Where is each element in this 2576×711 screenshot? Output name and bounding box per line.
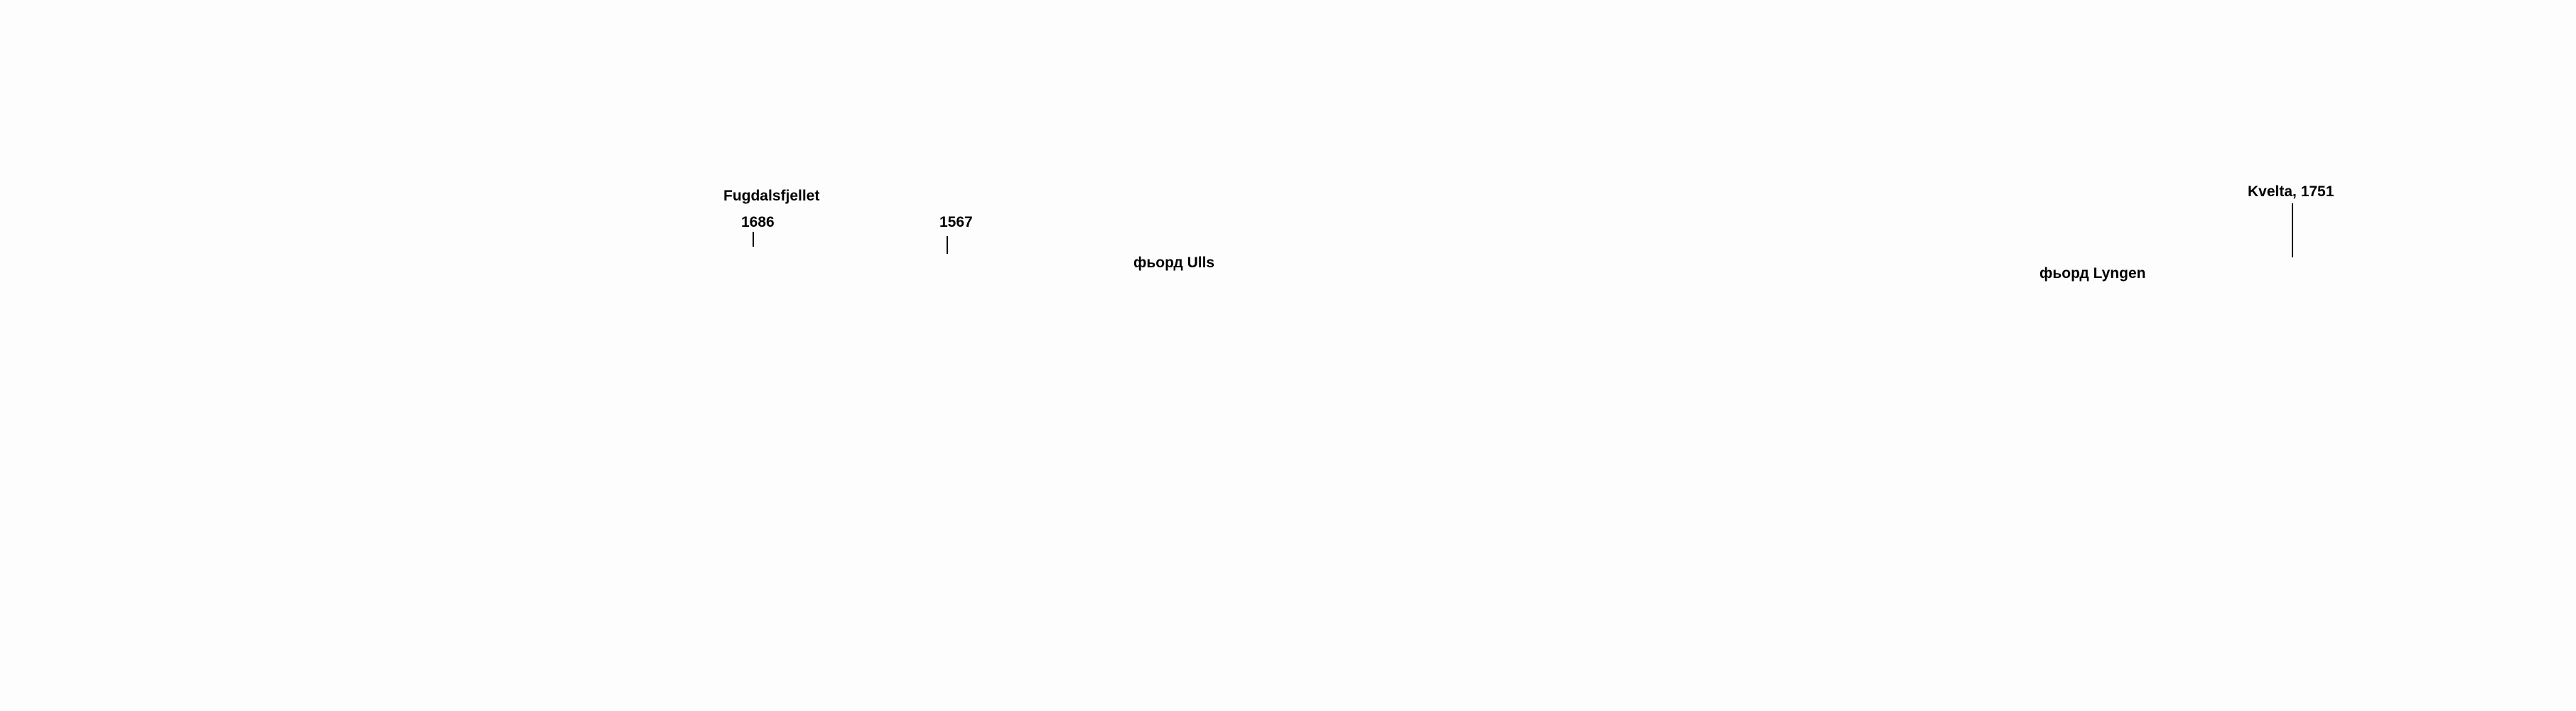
leader-line-1567: [947, 236, 948, 254]
fjord-label-lyngen: фьорд Lyngen: [2039, 265, 2146, 282]
leader-line-kvelta: [2292, 203, 2293, 257]
leader-line-1686: [753, 232, 754, 247]
mountain-label-fugdalsfjellet: Fugdalsfjellet: [723, 188, 820, 204]
mountain-label-kvelta: Kvelta, 1751: [2248, 183, 2334, 200]
fjord-label-ulls: фьорд Ulls: [1133, 255, 1215, 271]
elevation-label-1567: 1567: [939, 214, 973, 230]
elevation-label-1686: 1686: [741, 214, 775, 230]
